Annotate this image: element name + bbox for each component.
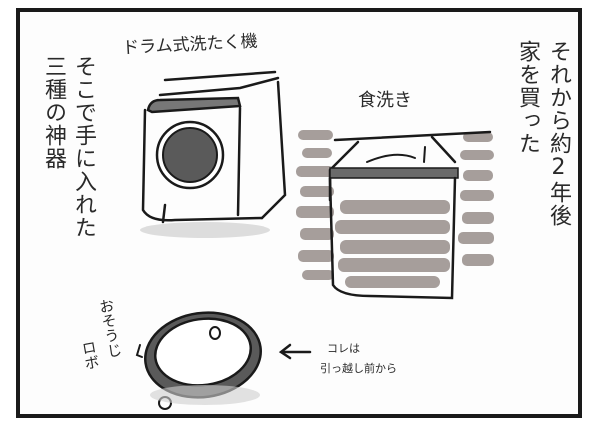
narration-line-1: それから約2年後: [546, 40, 571, 227]
kitchen-cabinet-shading: [296, 130, 494, 288]
note-line-2: 引っ越し前から: [320, 362, 397, 375]
dishwasher-label: 食洗き: [358, 90, 412, 111]
note-line-1: コレは: [327, 342, 360, 355]
narration-line-2: 家を買った: [515, 40, 540, 155]
dishwasher-drawing: [328, 130, 492, 300]
narration-line-4: 三種の神器: [41, 55, 66, 170]
arrow-icon: [278, 343, 312, 360]
washing-machine-drawing: [141, 70, 287, 224]
narration-line-3: そこで手に入れた: [71, 55, 96, 239]
